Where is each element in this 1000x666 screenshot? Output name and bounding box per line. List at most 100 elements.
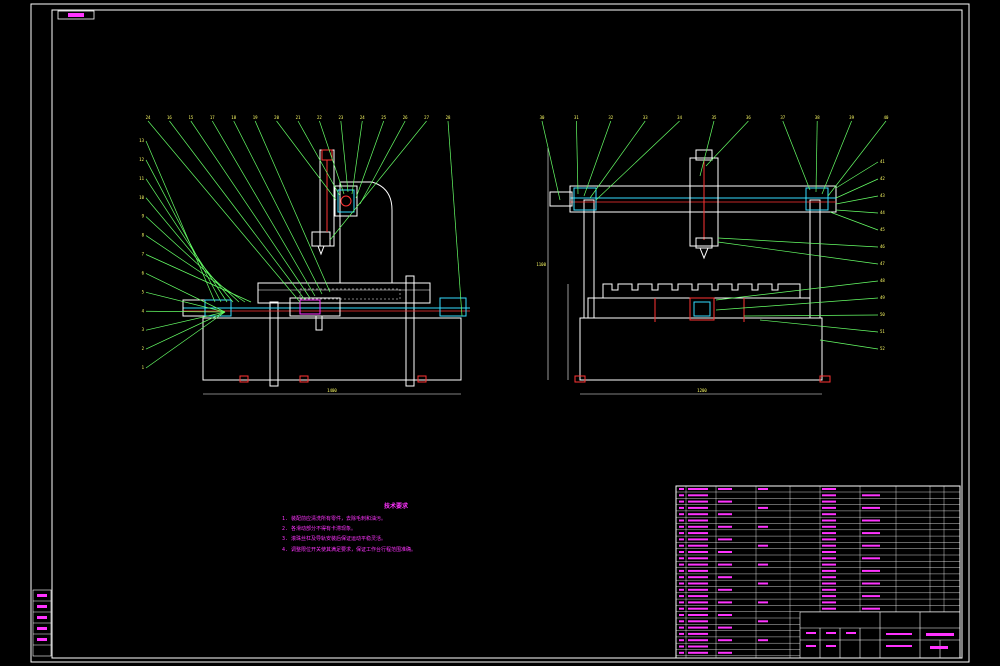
balloon-label: 37 <box>780 115 785 120</box>
right-dim-height: 1100 <box>536 262 546 267</box>
left-foot-1 <box>239 375 249 383</box>
leader-line <box>355 120 385 199</box>
leader-line <box>145 273 226 313</box>
leader-line <box>359 120 406 205</box>
leader-line <box>705 120 749 167</box>
leader-line <box>835 161 879 189</box>
leader-line <box>699 120 715 177</box>
drawing-number-mark <box>68 13 84 17</box>
leader-line <box>145 216 240 303</box>
title-block-text <box>806 632 954 649</box>
balloon-label: 8 <box>142 233 145 238</box>
balloon-label: 19 <box>253 115 258 120</box>
balloon-label: 3 <box>142 327 145 332</box>
leader-line <box>589 120 646 199</box>
balloon-label: 25 <box>381 115 386 120</box>
balloon-label: 16 <box>167 115 172 120</box>
leader-line <box>743 314 879 317</box>
balloon-label: 39 <box>849 115 854 120</box>
leader-line <box>145 310 226 313</box>
leader-line <box>595 120 680 201</box>
right-view: 1200 1100 <box>536 148 837 395</box>
balloon-label: 40 <box>884 115 889 120</box>
leader-line <box>145 178 228 303</box>
right-table <box>602 283 801 299</box>
leader-line <box>821 120 852 195</box>
leader-line <box>145 254 252 303</box>
balloon-label: 20 <box>274 115 279 120</box>
revision-strip <box>32 589 52 657</box>
balloon-label: 43 <box>880 193 885 198</box>
leader-line <box>715 297 879 311</box>
leader-line <box>827 120 887 197</box>
leader-line <box>340 120 349 193</box>
leader-line <box>145 235 246 303</box>
balloon-label: 36 <box>746 115 751 120</box>
leader-line <box>782 120 811 191</box>
balloon-label: 49 <box>880 295 885 300</box>
leader-line <box>211 120 316 297</box>
right-carriage <box>689 157 719 247</box>
parts-list <box>675 485 961 659</box>
notes-item-1: 1. 装配前应清洗所有零件，去除毛刺和油污。 <box>282 515 386 522</box>
leader-line <box>759 319 879 333</box>
balloon-label: 10 <box>139 195 144 200</box>
leader-line <box>819 339 879 350</box>
left-column <box>339 181 393 284</box>
left-foot-3 <box>417 375 427 383</box>
balloon-label: 26 <box>403 115 408 120</box>
left-view: 1400 <box>182 149 470 395</box>
leader-line <box>233 120 323 295</box>
balloon-label: 4 <box>142 308 145 313</box>
technical-notes: 技术要求 1. 装配前应清洗所有零件，去除毛刺和油污。 2. 各滑动部分不得有卡… <box>282 502 416 553</box>
leader-line <box>447 120 463 317</box>
balloon-label: 27 <box>424 115 429 120</box>
leader-line <box>145 140 216 303</box>
right-base <box>579 317 823 381</box>
balloon-label: 24 <box>146 115 151 120</box>
left-base <box>202 317 462 381</box>
leader-line <box>145 311 226 369</box>
balloon-label: 46 <box>880 244 885 249</box>
leader-line <box>145 291 226 313</box>
leader-line <box>276 120 337 201</box>
leader-line <box>351 120 363 195</box>
right-beam <box>569 185 837 213</box>
notes-item-3: 3. 滚珠丝杠及导轨安装后保证运动平稳灵活。 <box>282 535 386 542</box>
balloon-label: 51 <box>880 329 885 334</box>
inner-border <box>51 9 963 659</box>
notes-item-2: 2. 各滑动部分不得有卡滞现象。 <box>282 525 356 532</box>
balloon-label: 42 <box>880 176 885 181</box>
revision-strip-text <box>37 594 47 641</box>
balloon-label: 15 <box>188 115 193 120</box>
balloon-label: 50 <box>880 312 885 317</box>
leader-line <box>541 120 561 201</box>
balloon-label: 48 <box>880 278 885 283</box>
left-post-2 <box>405 275 415 387</box>
leader-line <box>319 120 345 195</box>
balloon-label: 18 <box>231 115 236 120</box>
title-block <box>799 611 961 659</box>
balloon-label: 21 <box>296 115 301 120</box>
balloon-label: 28 <box>446 115 451 120</box>
right-post-2 <box>809 199 821 319</box>
balloon-label: 7 <box>142 252 145 257</box>
left-table-hatch <box>299 288 401 300</box>
leader-line <box>835 178 879 199</box>
balloon-label: 32 <box>608 115 613 120</box>
balloon-label: 33 <box>643 115 648 120</box>
balloon-label: 45 <box>880 227 885 232</box>
balloon-label: 11 <box>139 176 144 181</box>
left-post-1 <box>269 301 279 387</box>
leader-line <box>835 195 879 205</box>
leader-line <box>835 209 879 214</box>
leader-line <box>717 241 879 265</box>
balloon-label: 12 <box>139 157 144 162</box>
balloon-label: 13 <box>139 138 144 143</box>
balloon-label: 30 <box>540 115 545 120</box>
leader-line <box>576 120 579 195</box>
leader-line <box>169 120 306 301</box>
